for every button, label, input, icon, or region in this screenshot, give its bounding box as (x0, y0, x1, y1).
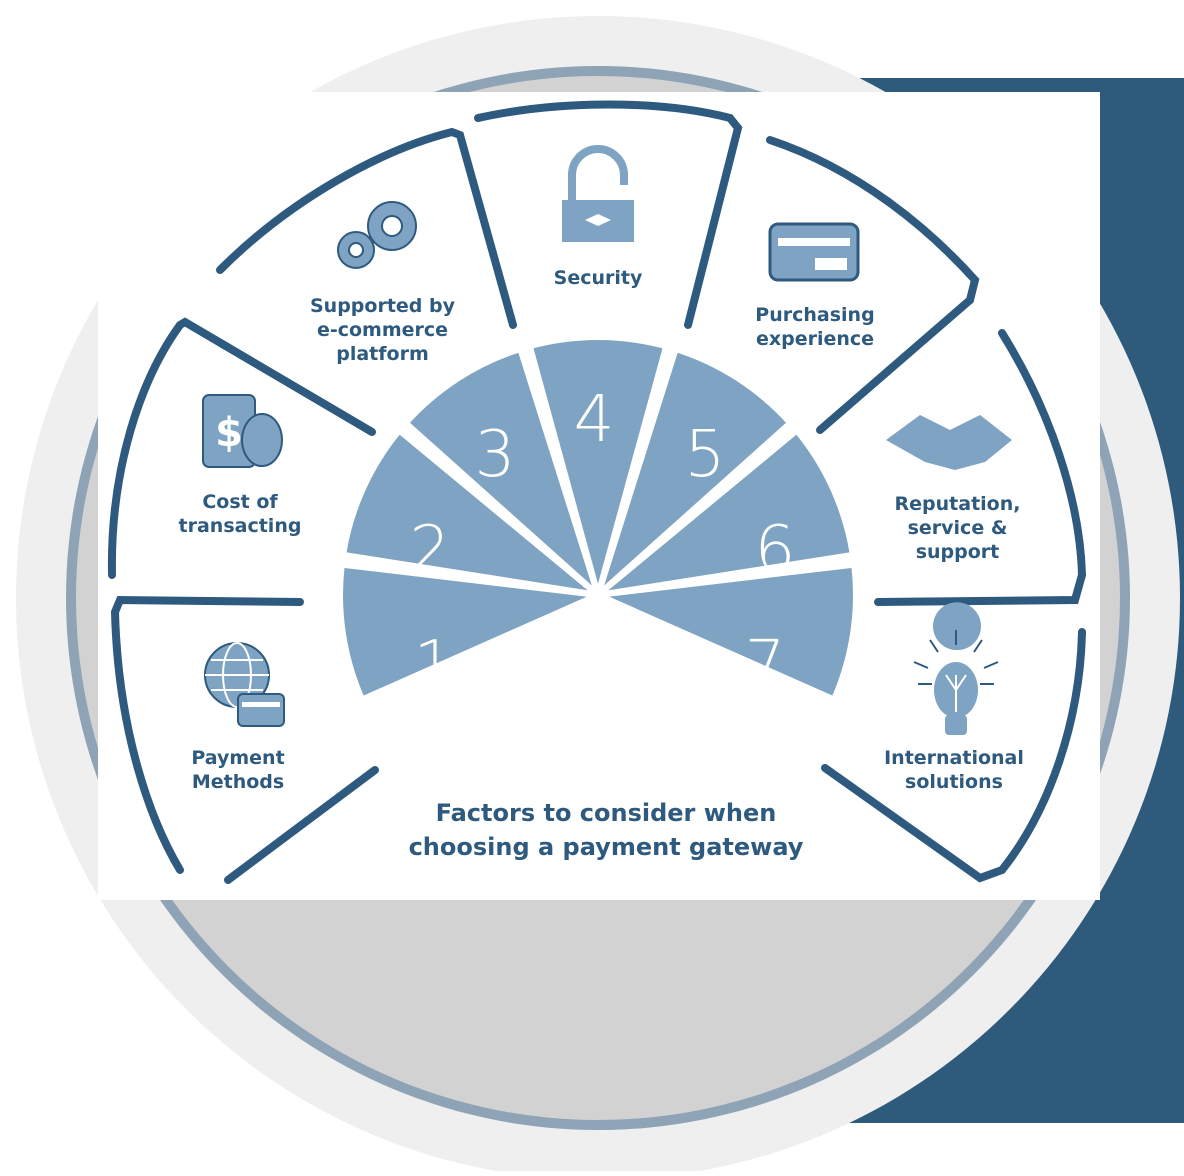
wedge-6 (587, 426, 857, 600)
label-supported-platform: Supported by e-commerce platform (309, 295, 455, 365)
wedge-4 (526, 334, 670, 607)
wedge-number-7: 7 (744, 628, 786, 702)
band-arc-2 (107, 317, 376, 579)
coins-dollar-icon: $ (202, 394, 283, 468)
handshake-icon (886, 415, 1012, 470)
band-bottom-left (224, 766, 379, 884)
globe-card-icon (204, 642, 285, 727)
wedges-group (337, 334, 859, 704)
credit-card-icon (768, 222, 860, 282)
band-arc-4 (474, 100, 743, 329)
wedge-number-6: 6 (754, 513, 796, 587)
wedge-1 (337, 561, 610, 704)
wedge-7 (586, 561, 859, 704)
wedge-number-4: 4 (573, 383, 615, 457)
band-arc-1 (110, 595, 304, 874)
lightbulb-icon (913, 602, 999, 735)
wedge-number-1: 1 (413, 628, 455, 702)
label-cost-of-transacting: Cost of transacting (178, 491, 302, 537)
svg-text:$: $ (215, 410, 243, 456)
diagram-caption: Factors to consider when choosing a paym… (408, 799, 804, 861)
wedge-5 (591, 345, 795, 605)
band-arc-7 (821, 628, 1086, 883)
band-arc-3 (216, 127, 517, 329)
gears-icon (337, 201, 417, 269)
band-arc-5 (766, 136, 980, 434)
wedge-3 (401, 345, 605, 605)
band-arc-6 (874, 329, 1087, 606)
wedge-2 (339, 426, 609, 600)
label-international-solutions: International solutions (884, 747, 1024, 793)
label-security: Security (553, 267, 643, 289)
label-payment-methods: Payment Methods (191, 747, 285, 793)
label-purchasing-experience: Purchasing experience (755, 304, 875, 350)
wedge-number-5: 5 (684, 418, 726, 492)
padlock-icon (562, 145, 634, 242)
wedge-number-3: 3 (474, 418, 516, 492)
wedge-number-2: 2 (409, 513, 451, 587)
label-reputation-service-support: Reputation, service & support (894, 493, 1021, 563)
